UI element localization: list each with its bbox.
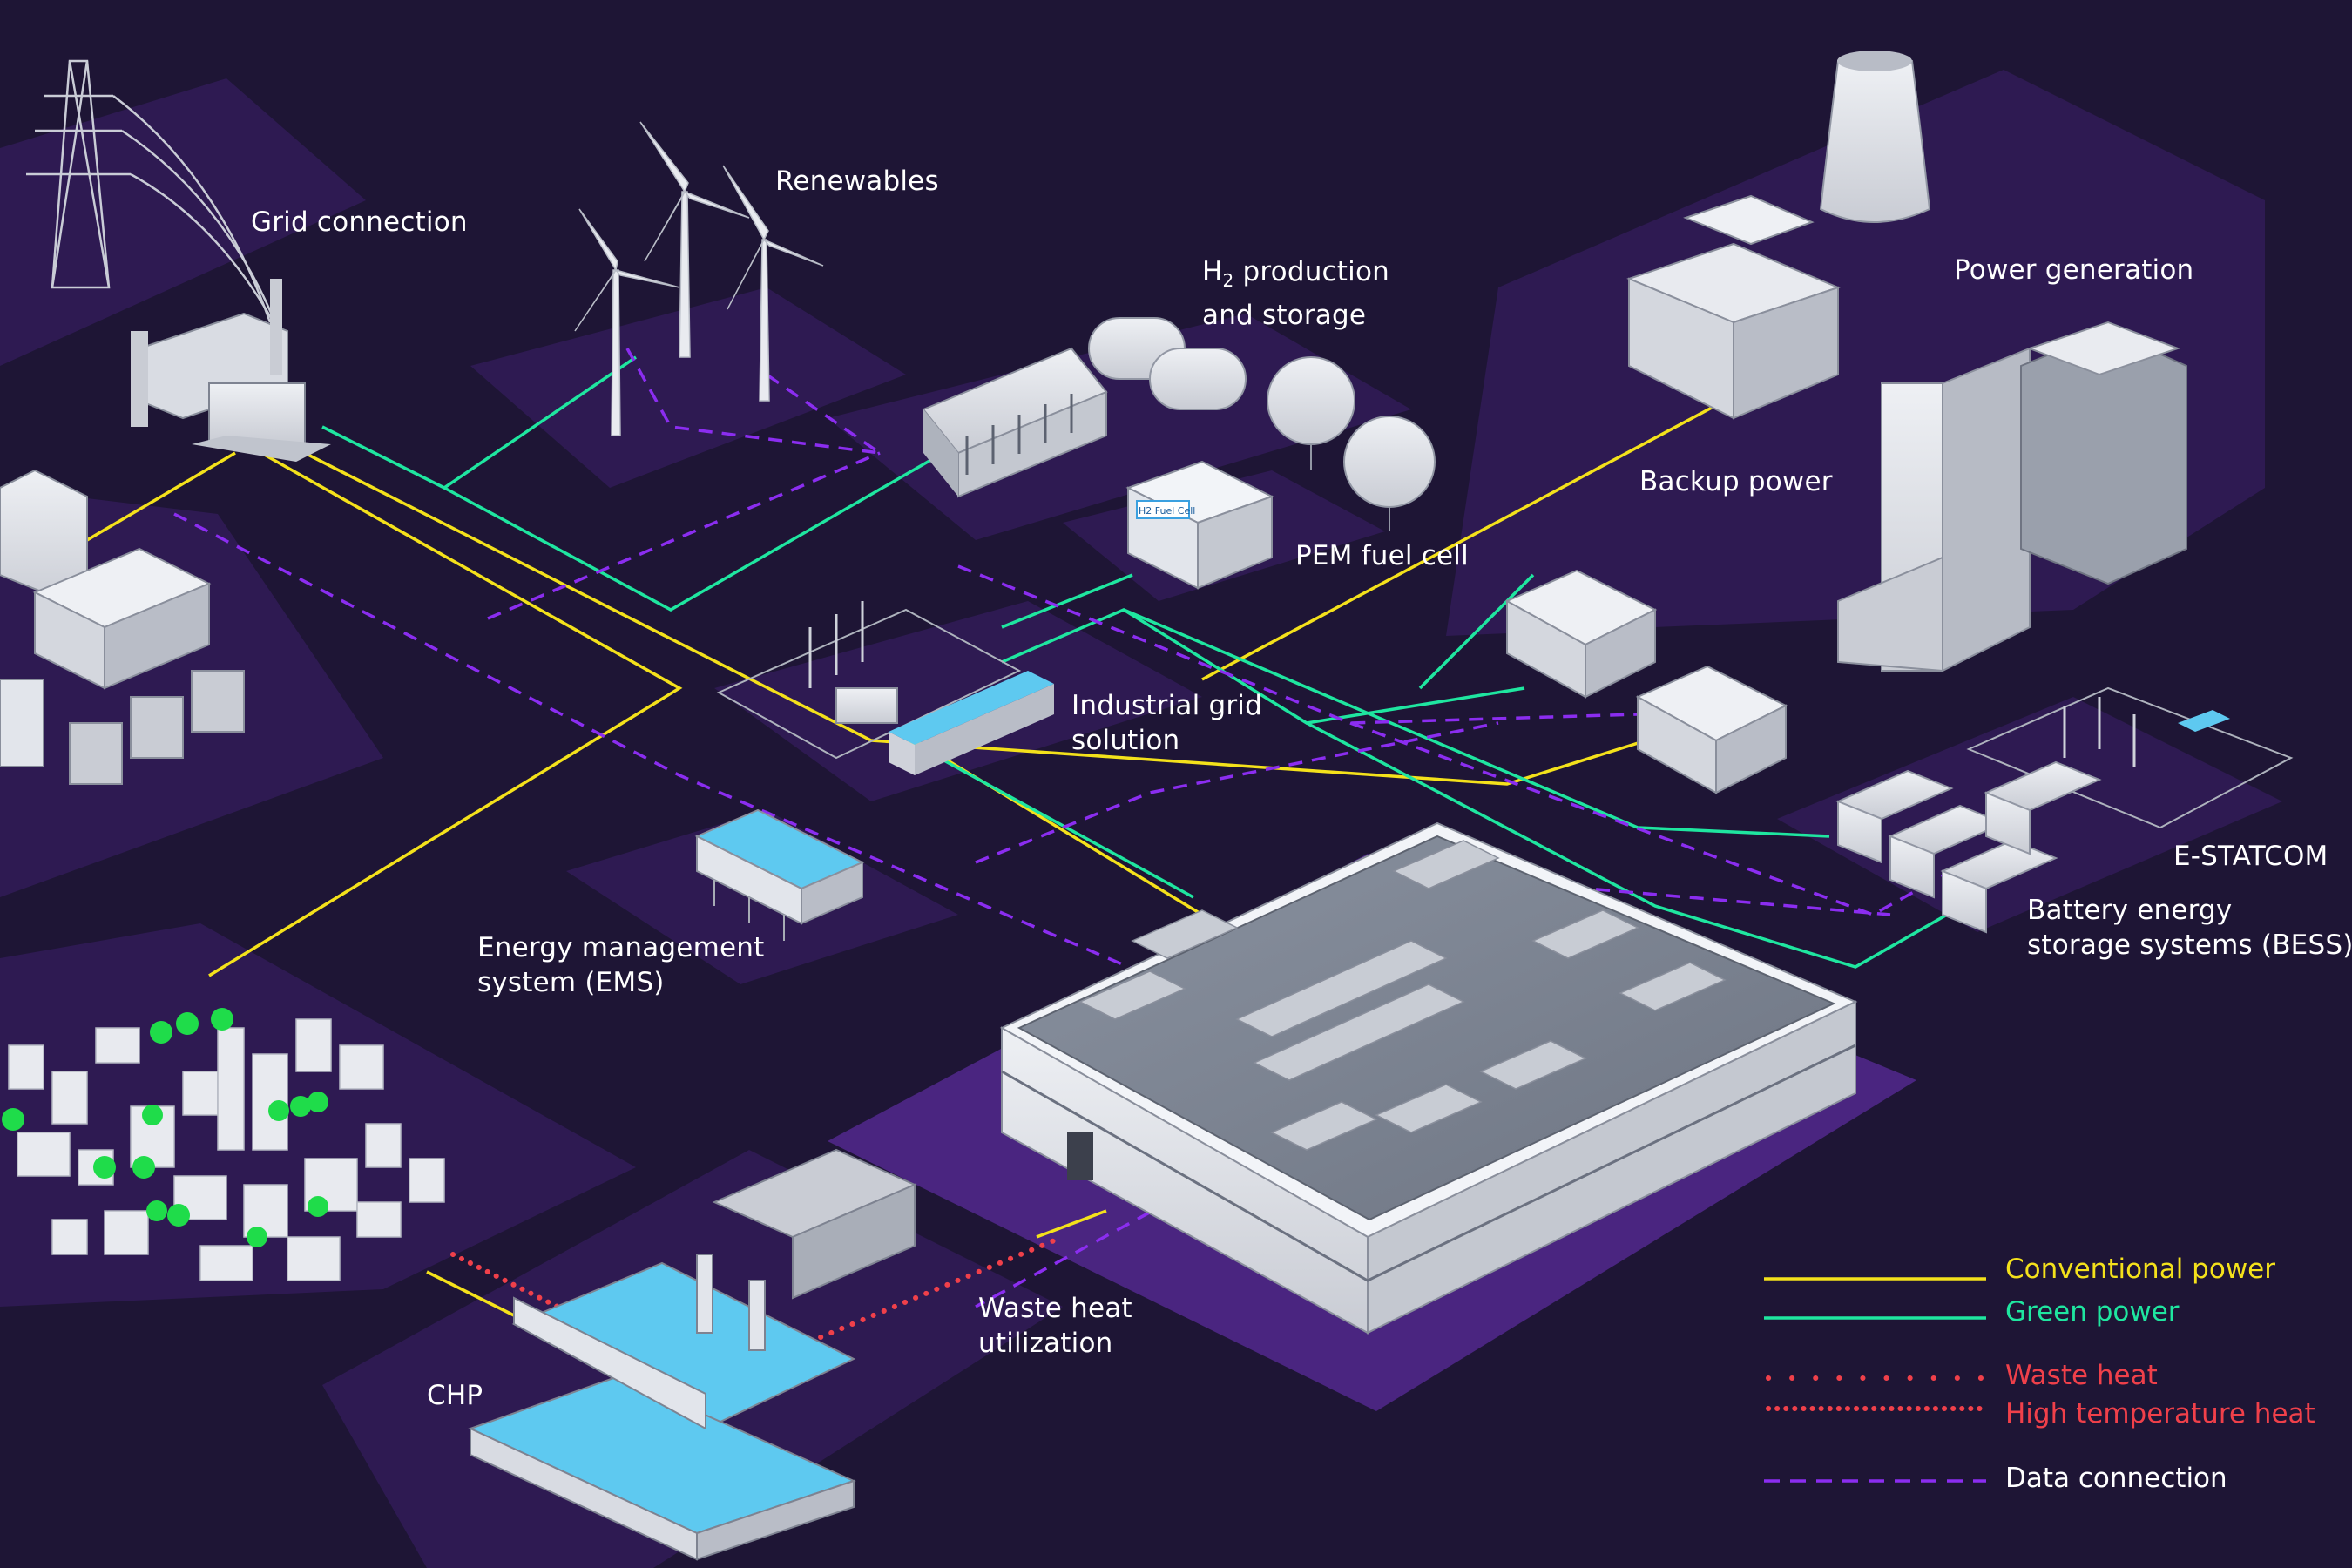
legend-item-high-temperature-heat: High temperature heat [2005,1398,2315,1429]
legend-item-data-connection: Data connection [2005,1463,2227,1494]
data-center [999,821,1858,1335]
h2-subscript: 2 [1222,270,1234,292]
ems-line1: Energy management [477,932,765,963]
industrial-grid-line1: Industrial grid [1071,690,1262,721]
label-pem-fuel-cell: PEM fuel cell [1295,540,1469,571]
fuel-cell-sign: H2 Fuel Cell [1139,505,1195,517]
left-power-plant [0,469,245,785]
power-generation-plant [1626,194,2187,672]
platform-renewables [470,287,906,488]
h2-line2: and storage [1202,300,1367,332]
label-renewables: Renewables [775,166,939,197]
waste-heat-line2: utilization [978,1328,1113,1359]
label-power-generation: Power generation [1954,254,2194,286]
h2-text: production [1233,256,1389,287]
ems-line2: system (EMS) [477,967,665,998]
cooling-tower [1819,51,1931,223]
label-grid-connection: Grid connection [251,206,468,238]
label-estatcom: E-STATCOM [2173,841,2328,872]
bess-containers [1835,760,2102,934]
platform-grid [0,78,366,366]
ems-building [694,808,865,941]
label-industrial-grid: Industrial grid solution [1071,688,1262,758]
label-bess: Battery energy storage systems (BESS) [2027,893,2352,963]
grid-substation [131,279,331,462]
conventional-power-lines [86,399,1726,1317]
label-chp: CHP [427,1380,483,1411]
h2-symbol: H [1202,256,1223,287]
label-waste-heat-utilization: Waste heat utilization [978,1291,1132,1361]
heat-lines [450,1234,1065,1344]
wind-turbines [574,121,824,436]
legend-item-waste-heat: Waste heat [2005,1360,2158,1391]
city-trees [2,1008,328,1247]
pem-fuel-cell-unit [1125,460,1274,590]
legend-item-conventional-power: Conventional power [2005,1254,2275,1285]
legend-item-green-power: Green power [2005,1296,2180,1328]
h2-storage-tanks [1088,317,1436,531]
industrial-grid-substation [716,601,1054,775]
label-backup-power: Backup power [1639,466,1833,497]
waste-heat-line1: Waste heat [978,1293,1132,1324]
legend-samples [1764,1277,1989,1483]
transmission-tower [26,59,289,349]
h2-electrolyzer [922,347,1108,498]
backup-power-gensets [1504,569,1788,794]
label-h2-production: H2 production and storage [1202,254,1389,333]
industrial-grid-line2: solution [1071,725,1180,756]
label-ems: Energy management system (EMS) [477,930,764,1000]
estatcom-yard [1966,686,2294,829]
bess-line1: Battery energy [2027,895,2233,926]
chp-plant [468,1148,917,1561]
bess-line2: storage systems (BESS) [2027,929,2352,961]
